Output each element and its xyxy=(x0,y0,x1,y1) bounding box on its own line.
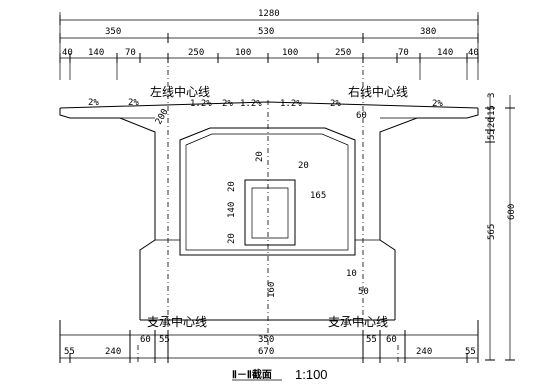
dim-right-top: 3 xyxy=(487,93,497,98)
dim-bottom-seg5: 350 xyxy=(258,335,274,345)
dim-row3-8: 140 xyxy=(437,48,453,58)
dim-row3-1: 140 xyxy=(88,48,104,58)
dim-right-body: 565 xyxy=(487,224,497,240)
dim-bottom-seg1: 55 xyxy=(64,347,75,357)
dim-corner: 10 xyxy=(346,269,357,279)
right-dimensions: 3 15 20 55 565 600 xyxy=(485,93,517,361)
dim-corner-2: 50 xyxy=(358,287,369,297)
dim-left-seg: 350 xyxy=(105,27,121,37)
dim-right-total: 600 xyxy=(507,204,517,220)
dim-bottom-seg8: 240 xyxy=(416,347,432,357)
dim-web-left: 20 xyxy=(298,161,309,171)
dim-h1: 20 xyxy=(227,181,237,192)
top-dimensions: 1280 350 530 380 40 140 70 250 100 100 250 70 14… xyxy=(59,9,479,80)
slope-left-inner: 2% xyxy=(128,98,139,108)
dim-right-seg: 380 xyxy=(420,27,436,37)
dim-row3-6: 250 xyxy=(335,48,351,58)
slope-left-outer: 2% xyxy=(88,98,99,108)
bottom-dimensions: 55 240 60 55 350 55 60 240 55 670 xyxy=(59,330,479,363)
dim-bottom-seg9: 55 xyxy=(465,347,476,357)
dim-bottom-seg6: 55 xyxy=(366,335,377,345)
scale-label: 1:100 xyxy=(295,367,328,382)
dim-bottom-seg7: 60 xyxy=(386,335,397,345)
dim-haunch-right: 60 xyxy=(356,111,367,121)
dim-row3-0: 40 xyxy=(62,48,73,58)
dim-right-d2: 20 xyxy=(487,117,497,128)
dim-bottom-h: 160 xyxy=(267,282,277,298)
dim-bottom-total-mid: 670 xyxy=(258,347,274,357)
slope-labels: 2% 2% 1.2% 1.2% 1.2% 2% 2% 2% xyxy=(88,98,443,109)
dim-web-top: 20 xyxy=(255,151,265,162)
dim-row3-3: 250 xyxy=(188,48,204,58)
right-line-center-label: 右线中心线 xyxy=(348,84,408,99)
dim-row3-2: 70 xyxy=(125,48,136,58)
dim-row3-9: 40 xyxy=(468,48,479,58)
slope-right-outer: 2% xyxy=(432,99,443,109)
center-lines xyxy=(137,58,399,362)
dim-right-d1: 15 xyxy=(487,105,497,116)
slope-right-inner: 2% xyxy=(330,99,341,109)
dim-bottom-seg2: 240 xyxy=(105,347,121,357)
left-line-center-label: 左线中心线 xyxy=(150,84,210,99)
slope-mid-right: 1.2% xyxy=(280,99,302,109)
dim-right-d3: 55 xyxy=(487,129,497,140)
dim-row3-7: 70 xyxy=(398,48,409,58)
bearing-center-left-label: 支承中心线 xyxy=(147,314,207,329)
dim-h3: 20 xyxy=(227,233,237,244)
dim-inner-width: 165 xyxy=(310,191,326,201)
bearing-center-right-label: 支承中心线 xyxy=(328,314,388,329)
dim-bottom-seg4: 55 xyxy=(159,335,170,345)
section-title: Ⅱ－Ⅱ截面 xyxy=(232,368,272,381)
dim-total-width: 1280 xyxy=(258,9,280,19)
girder-outline xyxy=(59,101,479,360)
dim-row3-4: 100 xyxy=(235,48,251,58)
dim-mid-seg: 530 xyxy=(258,27,274,37)
dim-h2: 140 xyxy=(227,202,237,218)
slope-mid-left: 1.2% xyxy=(190,99,212,109)
dim-bottom-seg3: 60 xyxy=(140,335,151,345)
dim-row3-5: 100 xyxy=(282,48,298,58)
slope-mid-x: 2% xyxy=(222,99,233,109)
slope-mid-center-left: 1.2% xyxy=(240,99,262,109)
